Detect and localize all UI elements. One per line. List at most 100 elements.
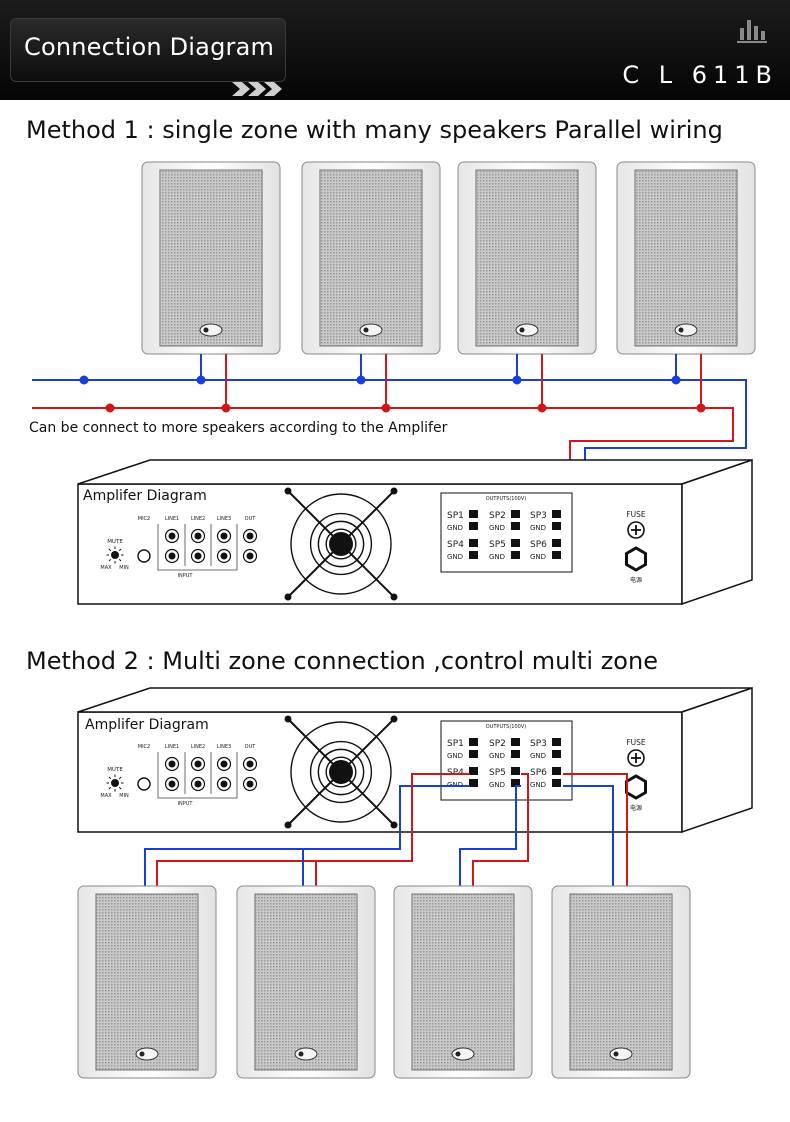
title-tab xyxy=(10,18,286,82)
zone2-blue-wire xyxy=(459,785,521,886)
method2-heading: Method 2 : Multi zone connection ,contro… xyxy=(26,647,658,675)
speaker-logo-badge xyxy=(294,1047,318,1061)
rca-jack-center xyxy=(246,532,254,540)
zone3-blue-wire xyxy=(563,785,614,886)
terminal-post xyxy=(511,539,520,547)
terminal-post xyxy=(511,750,520,758)
gnd-label: GND xyxy=(447,752,463,760)
speaker xyxy=(616,161,756,355)
mute-label: MUTE xyxy=(107,539,123,545)
knob-tick xyxy=(108,548,112,552)
rca-jack-center xyxy=(168,780,176,788)
min-label: MIN xyxy=(119,793,129,799)
equalizer-icon xyxy=(737,20,767,43)
terminal-label-sp3: SP3 xyxy=(530,739,547,749)
speaker-logo-badge xyxy=(674,323,698,337)
header-bar: Connection Diagram C L 611B xyxy=(0,0,790,100)
junction-dot xyxy=(356,375,366,385)
speaker xyxy=(551,885,691,1079)
knob-tick xyxy=(108,786,112,790)
rca-jack-center xyxy=(220,780,228,788)
speaker xyxy=(141,161,281,355)
zone2-red-wire xyxy=(472,773,529,886)
speaker-logo-dot xyxy=(139,1051,145,1057)
zone3-red-wire xyxy=(563,773,628,886)
rca-jack-center xyxy=(194,552,202,560)
speaker-logo-dot xyxy=(455,1051,461,1057)
fan-screw xyxy=(390,821,398,829)
speaker-logo-dot xyxy=(519,327,525,333)
mic-jack xyxy=(137,777,151,791)
speaker-logo-badge xyxy=(451,1047,475,1061)
rca-jack-center xyxy=(220,760,228,768)
terminal-post xyxy=(511,551,520,559)
terminal-post xyxy=(552,510,561,518)
speaker xyxy=(393,885,533,1079)
outputs-label: OUTPUTS(100V) xyxy=(486,724,526,730)
junction-dot xyxy=(671,375,681,385)
speaker-group-method2 xyxy=(77,885,691,1079)
knob-tick xyxy=(108,558,112,562)
rca-jack-center xyxy=(220,532,228,540)
knob-tick xyxy=(108,776,112,780)
terminal-label-sp2: SP2 xyxy=(489,739,506,749)
terminal-post xyxy=(469,539,478,547)
amp-top-face xyxy=(77,459,753,485)
speaker-grille xyxy=(254,893,358,1071)
min-label: MIN xyxy=(119,565,129,571)
rca-jack-center xyxy=(220,552,228,560)
input-label-line3: LINE3 xyxy=(217,516,231,522)
junction-dot xyxy=(696,403,706,413)
rca-jack-center xyxy=(246,552,254,560)
speaker-grille xyxy=(411,893,515,1071)
terminal-post xyxy=(511,510,520,518)
speaker-grille xyxy=(319,169,423,347)
amp-side-face xyxy=(681,458,753,606)
fan-screw xyxy=(390,487,398,495)
terminal-label-sp6: SP6 xyxy=(530,540,547,550)
terminal-post xyxy=(469,738,478,746)
input-label: INPUT xyxy=(178,801,194,807)
speaker xyxy=(301,161,441,355)
junction-dot xyxy=(79,375,89,385)
max-label: MAX xyxy=(100,565,112,571)
fan-screw xyxy=(390,715,398,723)
terminal-label-sp2: SP2 xyxy=(489,511,506,521)
fan-ring xyxy=(309,512,373,576)
method1-heading: Method 1 : single zone with many speaker… xyxy=(26,116,723,144)
method1-note: Can be connect to more speakers accordin… xyxy=(29,420,448,436)
fan-grille-icon xyxy=(284,487,398,601)
amp-top-face xyxy=(77,687,753,713)
input-label-mic2: MIC2 xyxy=(138,744,150,750)
speaker-logo-badge xyxy=(359,323,383,337)
junction-dot xyxy=(381,403,391,413)
terminal-post xyxy=(552,539,561,547)
gnd-label: GND xyxy=(530,524,546,532)
input-label-line1: LINE1 xyxy=(165,516,179,522)
input-bracket xyxy=(157,566,238,571)
input-label: INPUT xyxy=(178,573,194,579)
terminal-post xyxy=(552,750,561,758)
terminal-label-sp1: SP1 xyxy=(447,739,464,749)
speaker-logo-dot xyxy=(203,327,209,333)
wires-method2 xyxy=(144,773,628,886)
speaker-grille xyxy=(475,169,579,347)
fuse-label: FUSE xyxy=(626,510,646,519)
fan-hub xyxy=(329,532,353,556)
terminal-label-sp3: SP3 xyxy=(530,511,547,521)
volume-knob xyxy=(111,551,119,559)
speaker-logo-dot xyxy=(613,1051,619,1057)
fan-ring xyxy=(317,748,365,796)
input-label-out: OUT xyxy=(245,744,257,750)
terminal-post xyxy=(552,551,561,559)
speaker xyxy=(457,161,597,355)
gnd-label: GND xyxy=(489,553,505,561)
gnd-label: GND xyxy=(530,553,546,561)
knob-tick xyxy=(118,786,122,790)
power-label: 电源 xyxy=(630,576,642,584)
fuse-label: FUSE xyxy=(626,738,646,747)
fan-ring xyxy=(309,740,373,804)
speaker-group-method1 xyxy=(141,161,756,355)
